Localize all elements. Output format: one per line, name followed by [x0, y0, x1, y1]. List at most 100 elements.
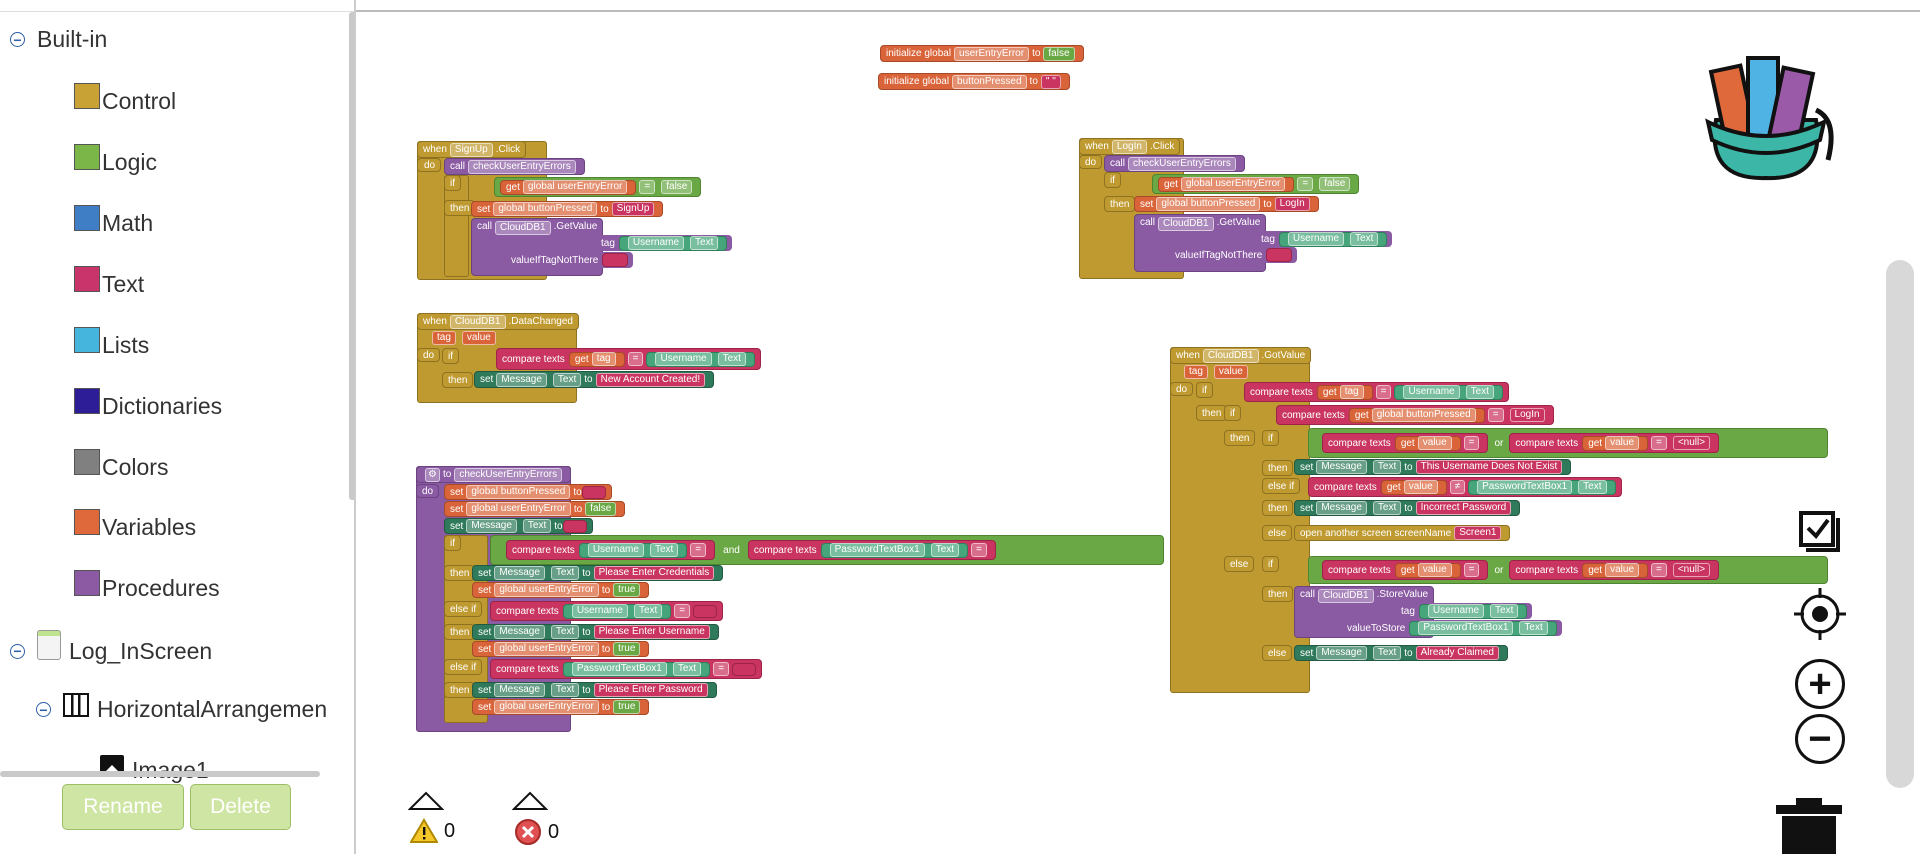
category-colors[interactable]: Colors: [74, 448, 168, 481]
text-field[interactable]: Already Claimed: [1415, 646, 1499, 660]
param-field[interactable]: value: [1213, 364, 1248, 379]
set-message-password[interactable]: set Message Text to Please Enter Passwor…: [472, 682, 717, 698]
block-checklist-icon[interactable]: [1798, 510, 1842, 554]
text-field[interactable]: Incorrect Password: [1415, 501, 1512, 515]
op-field[interactable]: =: [713, 662, 730, 676]
set-buttonpressed[interactable]: set global buttonPressed to: [444, 484, 612, 500]
var-field[interactable]: global buttonPressed: [493, 202, 598, 216]
text-field[interactable]: Screen1: [1454, 526, 1502, 540]
prop-field[interactable]: Text: [649, 543, 679, 557]
var-name-field[interactable]: userEntryError: [954, 46, 1030, 61]
var-field[interactable]: value: [1403, 480, 1438, 494]
component-field[interactable]: Message: [1316, 501, 1367, 515]
empty-text-block[interactable]: [1266, 248, 1293, 262]
component-field[interactable]: Message: [1316, 646, 1367, 660]
prop-field[interactable]: Text: [672, 662, 702, 676]
text-field[interactable]: This Username Does Not Exist: [1415, 460, 1563, 474]
toggle-warnings-icon[interactable]: [408, 791, 444, 811]
component-field[interactable]: PasswordTextBox1: [1477, 480, 1573, 494]
tree-node-arrangement[interactable]: − HorizontalArrangemen: [36, 692, 327, 723]
component-field[interactable]: Message: [494, 683, 545, 697]
rename-button[interactable]: Rename: [62, 784, 184, 830]
tree-node-builtin[interactable]: − Built-in: [10, 26, 107, 53]
component-field[interactable]: Username: [1287, 232, 1345, 246]
component-field[interactable]: PasswordTextBox1: [571, 662, 667, 676]
component-field[interactable]: CloudDB1: [1158, 217, 1214, 231]
mutator-icon[interactable]: ⚙: [425, 467, 440, 482]
bool-field[interactable]: true: [613, 700, 641, 714]
component-field[interactable]: Username: [571, 604, 628, 618]
var-field[interactable]: value: [1417, 563, 1452, 577]
zoom-out-button[interactable]: −: [1795, 714, 1845, 764]
tree-node-screen[interactable]: − Log_InScreen: [10, 630, 212, 666]
var-name-field[interactable]: buttonPressed: [952, 74, 1027, 89]
component-field[interactable]: CloudDB1: [1202, 348, 1259, 363]
prop-field[interactable]: Text: [1350, 232, 1379, 246]
zoom-in-button[interactable]: +: [1795, 659, 1845, 709]
op-field[interactable]: =: [1297, 177, 1314, 191]
empty-text-block[interactable]: [581, 485, 606, 499]
op-field[interactable]: =: [1375, 385, 1392, 399]
workspace-vertical-scrollbar[interactable]: [1886, 260, 1914, 788]
text-field[interactable]: <null>: [1672, 436, 1711, 450]
prop-field[interactable]: Text: [1372, 501, 1402, 515]
prop-field[interactable]: Text: [552, 372, 582, 387]
block-init-global-usererror[interactable]: initialize global userEntryError to fals…: [880, 45, 1084, 62]
set-message-block[interactable]: set Message Text to New Account Created!: [474, 371, 715, 388]
tree-horizontal-scrollbar[interactable]: [0, 771, 320, 777]
prop-field[interactable]: Text: [1519, 621, 1548, 635]
category-control[interactable]: Control: [74, 82, 176, 115]
component-field[interactable]: Message: [494, 625, 545, 639]
collapse-icon[interactable]: −: [10, 643, 25, 659]
component-field[interactable]: LogIn: [1111, 139, 1147, 154]
delete-button[interactable]: Delete: [190, 784, 291, 830]
component-field[interactable]: PasswordTextBox1: [1418, 621, 1514, 635]
var-field[interactable]: global userEntryError: [522, 180, 628, 194]
op-field[interactable]: =: [1487, 408, 1504, 422]
bool-field[interactable]: false: [661, 180, 693, 194]
block-init-global-buttonpressed[interactable]: initialize global buttonPressed to " ": [878, 73, 1070, 90]
bool-field[interactable]: true: [613, 642, 641, 656]
op-field[interactable]: =: [674, 604, 691, 618]
proc-field[interactable]: checkUserEntryErrors: [468, 159, 576, 174]
prop-field[interactable]: Text: [1372, 460, 1402, 474]
text-field[interactable]: LogIn: [1274, 197, 1310, 211]
var-field[interactable]: value: [1605, 436, 1639, 450]
bool-field[interactable]: false: [1319, 177, 1351, 191]
empty-text-block[interactable]: [693, 604, 718, 618]
value-field[interactable]: false: [1043, 46, 1075, 61]
set-usererror-true[interactable]: set global userEntryError to true: [472, 641, 650, 657]
text-field[interactable]: LogIn: [1509, 408, 1545, 422]
text-field[interactable]: Please Enter Username: [593, 625, 710, 639]
component-field[interactable]: Username: [627, 236, 685, 250]
component-field[interactable]: CloudDB1: [495, 221, 551, 235]
empty-text-block[interactable]: [602, 253, 629, 267]
category-dictionaries[interactable]: Dictionaries: [74, 387, 222, 420]
component-field[interactable]: Username: [1403, 385, 1460, 399]
var-field[interactable]: global userEntryError: [494, 583, 599, 597]
errors-counter[interactable]: 0: [514, 818, 559, 846]
open-screen-block[interactable]: open another screen screenName Screen1: [1294, 525, 1511, 541]
blocks-workspace[interactable]: initialize global userEntryError to fals…: [356, 0, 1920, 854]
component-field[interactable]: Username: [1427, 604, 1485, 618]
prop-field[interactable]: Text: [717, 352, 746, 366]
op-field[interactable]: =: [1463, 563, 1480, 577]
component-field[interactable]: CloudDB1: [449, 314, 506, 329]
backpack-icon[interactable]: [1696, 50, 1838, 182]
proc-header[interactable]: ⚙ to checkUserEntryErrors: [416, 466, 572, 483]
component-field[interactable]: Username: [587, 543, 644, 557]
param-field[interactable]: tag: [1184, 364, 1208, 379]
param-field[interactable]: tag: [432, 330, 456, 345]
op-field[interactable]: =: [639, 180, 656, 194]
prop-field[interactable]: Text: [930, 543, 960, 557]
proc-name-field[interactable]: checkUserEntryErrors: [454, 467, 563, 482]
prop-field[interactable]: Text: [550, 566, 580, 580]
component-field[interactable]: CloudDB1: [1318, 589, 1374, 603]
var-field[interactable]: global userEntryError: [466, 502, 571, 516]
param-field[interactable]: value: [461, 330, 496, 345]
collapse-icon[interactable]: −: [10, 32, 25, 47]
call-check-proc[interactable]: call checkUserEntryErrors: [444, 158, 585, 175]
